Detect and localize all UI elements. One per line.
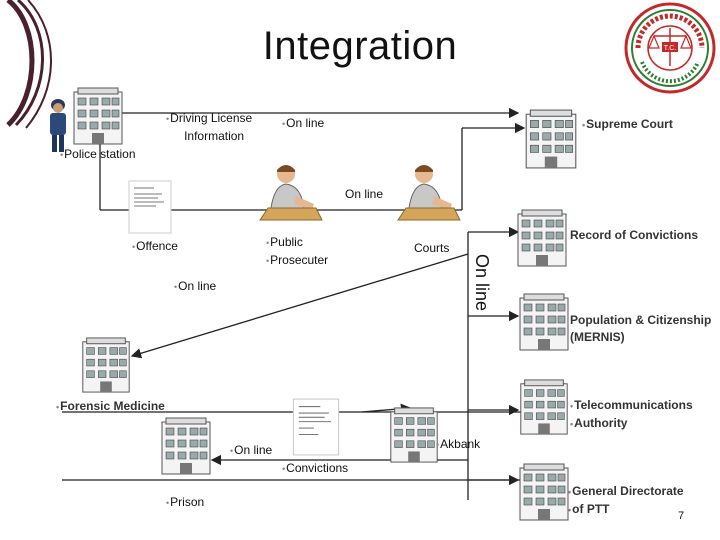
police-station-label: •Police station (60, 147, 136, 161)
online-bottom-label: •On line (230, 443, 273, 457)
page-title: Integration (262, 24, 458, 68)
courts-label: Courts (414, 241, 450, 255)
akbank-building-icon (388, 406, 440, 464)
record-of-convictions-label: Record of Convictions (570, 228, 699, 242)
ptt-building-icon (518, 462, 570, 522)
online-left-label: •On line (174, 279, 217, 293)
offence-document-icon (128, 180, 172, 234)
svg-text:T.C.: T.C. (664, 45, 677, 52)
public-prosecutor-label: •Public •Prosecuter (266, 235, 329, 267)
police-station-building-icon (72, 86, 124, 146)
ptt-label: •General Directorate •of PTT (568, 484, 684, 516)
forensic-medicine-label: •Forensic Medicine (56, 399, 165, 413)
online-top-label: •On line (282, 116, 325, 130)
record-of-convictions-building-icon (514, 208, 570, 268)
online-mid-label: On line (345, 187, 384, 201)
forensic-medicine-building-icon (80, 336, 132, 394)
population-citizenship-label: Population & Citizenship (MERNIS) (570, 313, 712, 344)
online-vertical-label: On line (472, 254, 492, 312)
supreme-court-building-icon (524, 108, 578, 170)
akbank-label: •Akbank (436, 437, 481, 451)
convictions-label: •Convictions (282, 461, 349, 475)
page-number: 7 (678, 510, 685, 522)
driving-license-label: •Driving License Information (166, 111, 253, 143)
convictions-document-icon (290, 398, 342, 456)
telecommunications-building-icon (518, 378, 570, 436)
corner-swoosh-decoration (6, 0, 52, 129)
offence-label: •Offence (132, 239, 178, 253)
population-mernis-building-icon (518, 292, 570, 352)
prosecutor-person-icon (256, 160, 326, 230)
courts-person-icon (394, 160, 464, 230)
prison-label: •Prison (166, 495, 205, 509)
supreme-court-label: •Supreme Court (582, 117, 673, 131)
telecommunications-label: •Telecommunications •Authority (570, 398, 693, 430)
prison-building-icon (160, 416, 212, 476)
police-officer-icon (44, 98, 72, 154)
ministry-seal-logo: T.C. (624, 2, 716, 94)
